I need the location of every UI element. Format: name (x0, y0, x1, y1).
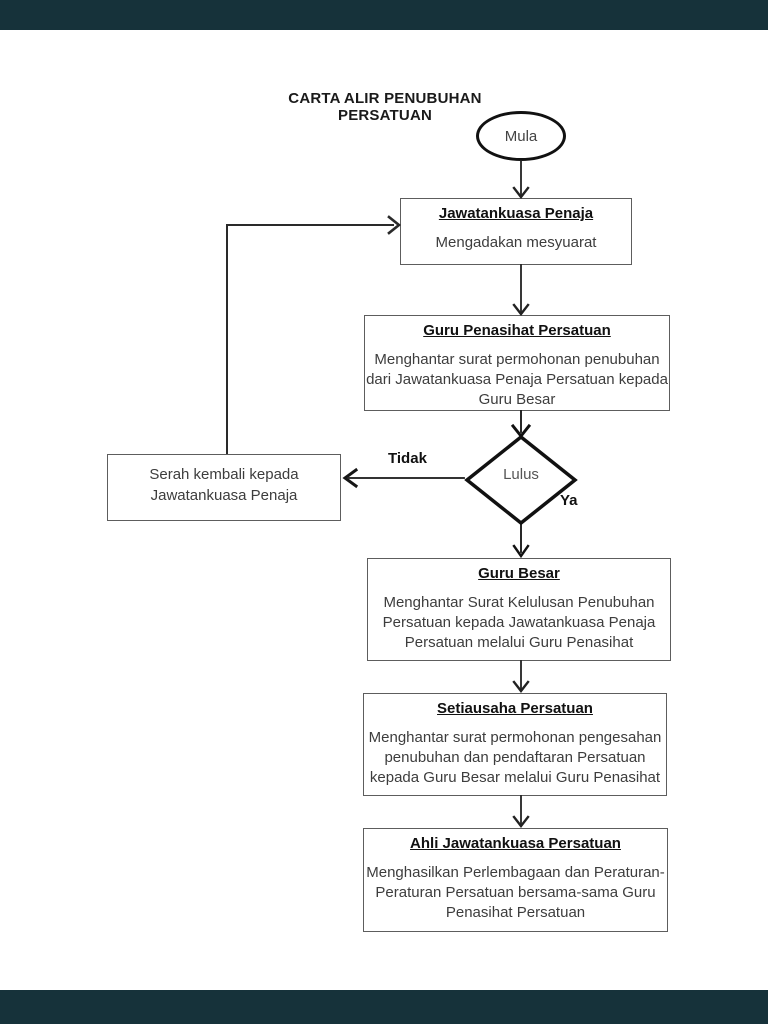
node-body: Menghantar surat permohonan pengesahan p… (368, 729, 662, 786)
node-serah-kembali: Serah kembali kepada Jawatankuasa Penaja (107, 454, 341, 521)
page-title: CARTA ALIR PENUBUHAN PERSATUAN (288, 90, 482, 124)
start-node: Mula (476, 111, 566, 161)
branch-no-label: Tidak (388, 450, 427, 467)
node-title: Setiausaha Persatuan (437, 700, 593, 717)
node-title: Ahli Jawatankuasa Persatuan (410, 835, 621, 852)
node-guru-besar: Guru Besar Menghantar Surat Kelulusan Pe… (367, 558, 671, 661)
arrow-penaja-to-penasihat (512, 264, 530, 316)
viewer-bottom-bar (0, 990, 768, 1024)
arrow-start-to-penaja (512, 160, 530, 199)
node-body: Serah kembali kepada Jawatankuasa Penaja (149, 466, 299, 504)
arrow-gurubesar-to-setiausaha (512, 660, 530, 693)
viewer-top-bar (0, 0, 768, 30)
node-title: Jawatankuasa Penaja (438, 205, 594, 222)
node-body: Menghantar Surat Kelulusan Penubuhan Per… (382, 594, 656, 651)
node-body: Menghantar surat permohonan penubuhan da… (366, 351, 668, 408)
arrow-penasihat-to-decision (510, 410, 532, 439)
arrow-decision-to-serah (342, 467, 465, 489)
node-jawatankuasa-penaja: Jawatankuasa Penaja Mengadakan mesyuarat (400, 198, 632, 265)
node-title: Guru Penasihat Persatuan (423, 322, 611, 339)
node-guru-penasihat: Guru Penasihat Persatuan Menghantar sura… (364, 315, 670, 411)
arrow-setiausaha-to-ahli (512, 795, 530, 828)
arrow-decision-to-gurubesar (512, 523, 530, 559)
node-body: Mengadakan mesyuarat (435, 234, 597, 251)
node-setiausaha: Setiausaha Persatuan Menghantar surat pe… (363, 693, 667, 796)
node-title: Guru Besar (478, 565, 560, 582)
decision-label: Lulus (503, 466, 539, 483)
branch-yes-label: Ya (560, 492, 578, 509)
start-node-label: Mula (504, 127, 538, 145)
node-body: Menghasilkan Perlembagaan dan Peraturan-… (366, 864, 665, 921)
node-ahli-jawatankuasa: Ahli Jawatankuasa Persatuan Menghasilkan… (363, 828, 668, 932)
